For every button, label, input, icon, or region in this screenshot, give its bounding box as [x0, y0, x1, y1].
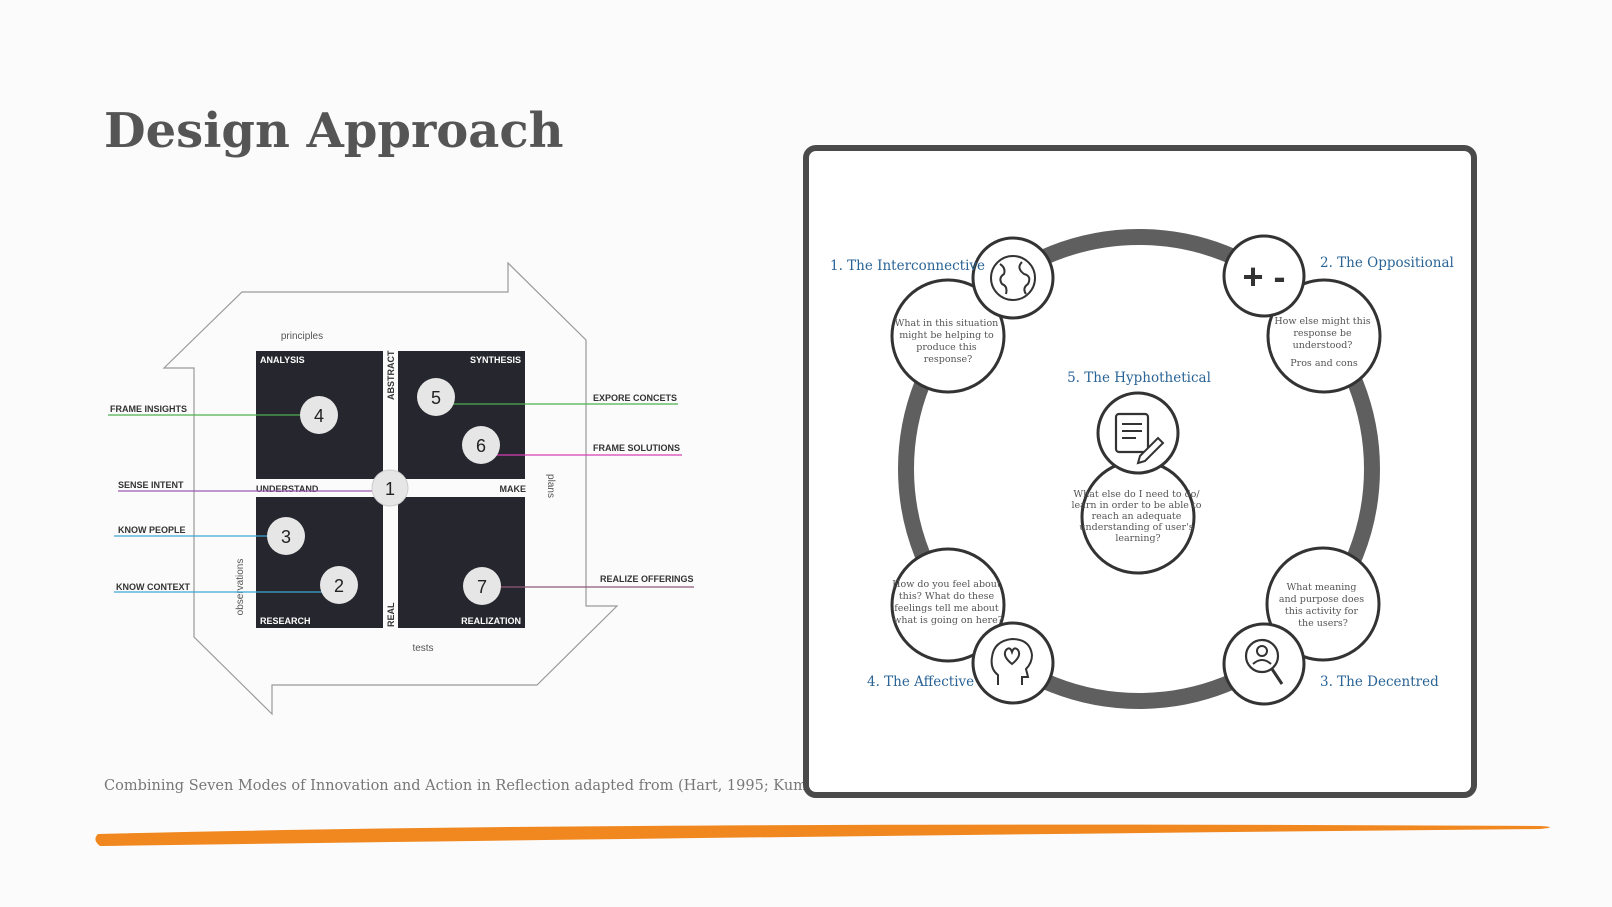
mode-title-decentred: 3. The Decentred — [1320, 674, 1439, 690]
quadrant-label-research: RESEARCH — [260, 616, 311, 626]
globe-icon — [971, 236, 1055, 320]
svg-text:What meaning and purpo: What meaning and purpose does this activ… — [1279, 582, 1367, 629]
svg-text:+ -: + - — [1242, 256, 1285, 297]
figure-caption: Combining Seven Modes of Innovation and … — [104, 778, 873, 794]
svg-text:3: 3 — [281, 527, 291, 547]
svg-text:4: 4 — [314, 406, 324, 426]
quadrant-label-realization: REALIZATION — [461, 616, 521, 626]
mode-title-affective: 4. The Affective — [867, 674, 974, 690]
node-7: 7 — [463, 567, 501, 605]
question-bubble-oppositional: How else might this response be understo… — [1266, 278, 1382, 394]
axis-label-principles: principles — [281, 331, 323, 342]
callout-frame-solutions: FRAME SOLUTIONS — [593, 443, 680, 453]
svg-text:7: 7 — [477, 577, 487, 597]
callout-know-context: KNOW CONTEXT — [116, 582, 190, 592]
node-1: 1 — [371, 469, 409, 507]
axis-label-observations: observations — [235, 559, 246, 616]
svg-text:5: 5 — [431, 388, 441, 408]
callout-expore-concets: EXPORE CONCETS — [593, 393, 677, 403]
axis-label-make: MAKE — [500, 484, 527, 494]
callout-frame-insights: FRAME INSIGHTS — [110, 404, 187, 414]
node-5: 5 — [417, 378, 455, 416]
svg-text:How do you feel about: How do you feel about this? What do thes… — [892, 579, 1003, 626]
svg-text:2: 2 — [334, 576, 344, 596]
axis-label-plans: plans — [545, 474, 556, 498]
node-6: 6 — [462, 426, 500, 464]
node-3: 3 — [267, 517, 305, 555]
axis-label-understand: UNDERSTAND — [256, 484, 319, 494]
innovation-modes-diagram: principles tests observations plans ANAL… — [108, 261, 694, 716]
reflection-cycle-ring — [898, 229, 1380, 709]
quadrant-research — [256, 497, 383, 628]
question-bubble-interconnective: What in this situation might be helping … — [890, 278, 1006, 394]
page-title: Design Approach — [104, 103, 564, 159]
orange-brush-stroke — [95, 824, 1550, 846]
quadrant-label-analysis: ANALYSIS — [260, 355, 305, 365]
axis-label-abstract: ABSTRACT — [386, 350, 396, 400]
cycle-arrow-outline — [162, 261, 619, 716]
person-search-icon — [1222, 622, 1306, 706]
svg-text:1: 1 — [385, 479, 395, 499]
svg-text:What in this situation: What in this situation might be helping … — [895, 318, 1002, 365]
plus-minus-icon: + - — [1222, 234, 1306, 318]
callout-sense-intent: SENSE INTENT — [118, 480, 184, 490]
document-pencil-icon — [1096, 391, 1180, 475]
svg-text:6: 6 — [476, 436, 486, 456]
quadrant-synthesis — [398, 351, 525, 479]
quadrant-realization — [398, 497, 525, 628]
node-4: 4 — [300, 396, 338, 434]
question-bubble-decentred: What meaning and purpose does this activ… — [1265, 546, 1381, 662]
mode-title-interconnective: 1. The Interconnective — [830, 258, 985, 274]
callout-realize-offerings: REALIZE OFFERINGS — [600, 574, 694, 584]
reflection-modes-diagram: What in this situation might be helping … — [803, 145, 1477, 798]
quadrant-label-synthesis: SYNTHESIS — [470, 355, 521, 365]
axis-label-tests: tests — [412, 643, 433, 654]
mode-title-hypothetical: 5. The Hyphothetical — [1067, 370, 1211, 386]
question-bubble-hypothetical: What else do I need to do/ learn in orde… — [1072, 459, 1205, 575]
mode-title-oppositional: 2. The Oppositional — [1320, 255, 1454, 271]
axis-label-real: REAL — [386, 602, 396, 627]
callout-know-people: KNOW PEOPLE — [118, 525, 186, 535]
svg-text:What else do I need to do/: What else do I need to do/ learn in orde… — [1072, 489, 1205, 544]
head-heart-icon — [971, 621, 1055, 705]
question-bubble-affective: How do you feel about this? What do thes… — [890, 547, 1006, 663]
node-2: 2 — [320, 566, 358, 604]
svg-text:How else might this re: How else might this response be understo… — [1274, 316, 1373, 369]
